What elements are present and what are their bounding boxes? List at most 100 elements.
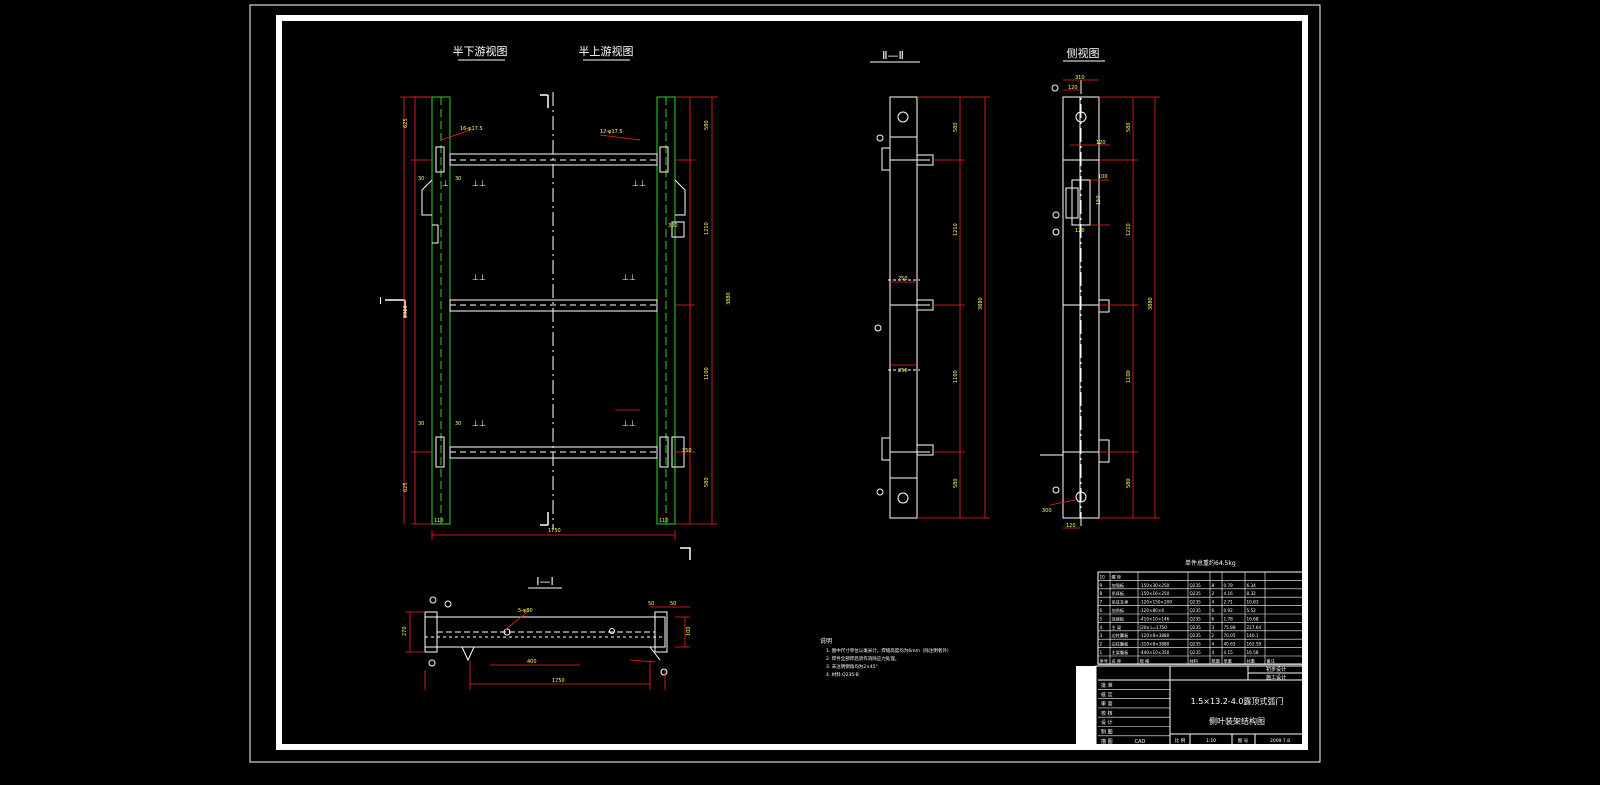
notes-line-3: 3. 未注明倒角均为2×45° (826, 663, 878, 670)
bom-cell-w1: 0.92 (1224, 608, 1234, 613)
bom-cell-w2: 5.52 (1247, 608, 1257, 613)
svg-text:3880: 3880 (1148, 297, 1154, 310)
svg-text:580: 580 (953, 122, 959, 132)
bom-cell-mat: Q235 (1190, 591, 1202, 596)
side-view: 侧视图 (1040, 46, 1160, 530)
title-stage-preliminary: 初步设计 (1266, 666, 1286, 673)
svg-text:110: 110 (434, 518, 444, 524)
bom-cell-name: 加强板 (1112, 582, 1125, 589)
svg-text:3880: 3880 (726, 292, 732, 305)
bom-cell-qty: 4 (1212, 600, 1215, 605)
bom-cell-no: 序号 (1100, 657, 1108, 664)
svg-text:625: 625 (403, 118, 409, 128)
svg-text:50: 50 (648, 601, 654, 607)
bom-cell-name: 主梁腹板 (1112, 649, 1130, 656)
bom-cell-w2: 227.64 (1247, 625, 1262, 630)
notes-block: 说明 1. 图中尺寸单位以毫米计，焊缝高度均为6mm（除注明者外） 2. 焊件全… (820, 637, 951, 678)
notes-line-2: 2. 焊件全部焊后须作消除应力处理。 (826, 655, 899, 662)
bom-cell-qty: 数量 (1212, 657, 1220, 664)
bom-cell-name: 吊耳板 (1112, 590, 1125, 597)
title-role-4: 设 计 (1101, 719, 1113, 726)
bom-cell-mat: Q235 (1190, 633, 1202, 638)
svg-text:580: 580 (1126, 478, 1132, 488)
bom-cell-w1: 2.71 (1224, 600, 1234, 605)
bom-cell-no: 7 (1100, 600, 1103, 605)
outer-border (249, 4, 1321, 763)
bom-total-weight: 单件总重约64.5kg (1185, 559, 1236, 567)
bom-cell-no: 6 (1100, 608, 1103, 613)
bom-cell-w1: 4.15 (1224, 650, 1234, 655)
svg-text:⊥⊥: ⊥⊥ (472, 273, 486, 282)
svg-text:120: 120 (1075, 228, 1085, 234)
bom-cell-qty: 6 (1212, 608, 1215, 613)
svg-text:1750: 1750 (548, 528, 561, 534)
svg-text:110: 110 (659, 518, 669, 524)
bom-cell-name: 边柱腹板 (1112, 641, 1130, 648)
svg-text:50: 50 (670, 601, 676, 607)
svg-text:580: 580 (1126, 122, 1132, 132)
svg-text:1100: 1100 (1126, 370, 1132, 383)
svg-text:1210: 1210 (953, 223, 959, 236)
svg-text:120: 120 (1068, 85, 1078, 91)
svg-text:100: 100 (686, 626, 692, 636)
title-role-2: 审 查 (1101, 701, 1113, 708)
title-role-6: 描 图 (1101, 738, 1113, 745)
svg-text:580: 580 (953, 478, 959, 488)
view-title-side: 侧视图 (1067, 46, 1100, 60)
bom-cell-w2: 6.34 (1247, 583, 1257, 588)
svg-text:2310: 2310 (403, 305, 409, 318)
bom-cell-w2: 共重 (1247, 657, 1255, 664)
bom-cell-qty: 2 (1212, 591, 1215, 596)
svg-text:1750: 1750 (552, 678, 565, 684)
bom-cell-w2: 8.32 (1247, 591, 1257, 596)
bom-cell-qty: 8 (1212, 583, 1215, 588)
bom-cell-mat: Q235 (1190, 616, 1202, 621)
svg-text:⊥⊥: ⊥⊥ (472, 179, 486, 188)
svg-text:350: 350 (682, 448, 692, 454)
svg-text:12-φ17.5: 12-φ17.5 (600, 129, 623, 135)
bom-cell-name: 加劲板 (1112, 607, 1125, 614)
svg-text:30: 30 (455, 421, 461, 427)
view-title-half-upstream: 半上游视图 (579, 44, 634, 58)
svg-text:100: 100 (1098, 174, 1108, 180)
drawing-date: 2009.7.8 (1270, 738, 1290, 744)
scale-value: 1:10 (1206, 738, 1216, 744)
drawing-title-2: 侧叶装架结构图 (1209, 716, 1265, 726)
bom-cell-name: 名 称 (1112, 657, 1122, 664)
bom-cell-w1: 70.05 (1224, 633, 1236, 638)
bom-cell-w2: 162.59 (1247, 642, 1262, 647)
bom-cell-mat: Q235 (1190, 583, 1202, 588)
bom-cell-w2: 140.1 (1247, 633, 1259, 638)
svg-text:120: 120 (1066, 523, 1076, 529)
bom-cell-mat: Q235 (1190, 608, 1202, 613)
section-i-view: Ⅰ—Ⅰ (402, 575, 692, 690)
bom-cell-no: 3 (1100, 633, 1103, 638)
notes-line-1: 1. 图中尺寸单位以毫米计，焊缝高度均为6mm（除注明者外） (826, 647, 951, 654)
svg-text:270: 270 (402, 626, 408, 636)
svg-text:400: 400 (527, 659, 537, 665)
bom-cell-w2: 10.68 (1247, 616, 1259, 621)
svg-text:5-φ80: 5-φ80 (518, 608, 533, 614)
bom-cell-spec: -120×150×200 (1140, 600, 1173, 605)
section-ii-view: Ⅱ—Ⅱ 580 1210 (870, 49, 990, 519)
notes-line-4: 4. 材料 Q235-B (826, 671, 859, 678)
bom-cell-no: 4 (1100, 625, 1103, 630)
bom-cell-mat: Q235 (1190, 625, 1202, 630)
svg-text:580: 580 (704, 477, 710, 487)
svg-text:3880: 3880 (978, 297, 984, 310)
svg-text:1210: 1210 (704, 222, 710, 235)
bom-cell-spec: -410×10×146 (1140, 616, 1170, 621)
bom-cell-spec: -440×10×350 (1140, 650, 1170, 655)
bom-cell-spec: -150×30×250 (1140, 583, 1170, 588)
svg-text:625: 625 (403, 482, 409, 492)
inner-border (276, 15, 1308, 750)
bom-cell-qty: 4 (1212, 650, 1215, 655)
bom-cell-name: 连接板 (1112, 615, 1125, 622)
svg-text:580: 580 (704, 120, 710, 130)
bom-cell-spec: -150×16×250 (1140, 591, 1170, 596)
title-block: 初步设计 施工设计 1.5×13.2-4.0露顶式弧门 侧叶装架结构图 比 例 … (1076, 665, 1305, 746)
cad-label: CAD (1135, 739, 1146, 745)
